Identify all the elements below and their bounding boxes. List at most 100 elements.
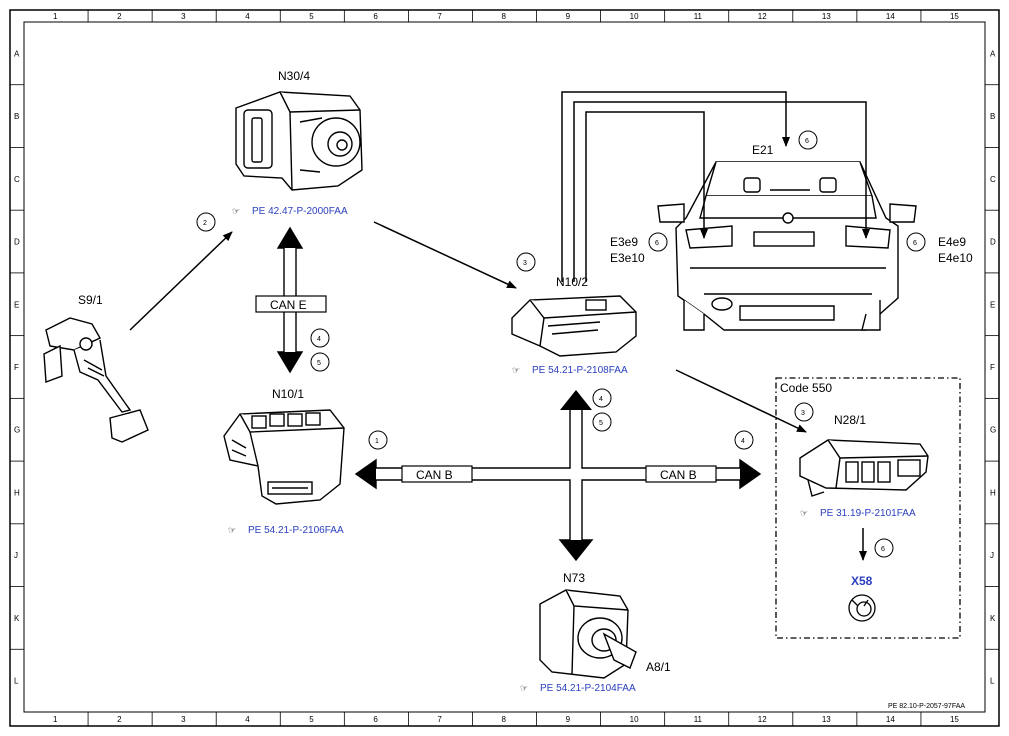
s9-1-component: S9/1 bbox=[43, 293, 149, 443]
a8-1-label: A8/1 bbox=[646, 660, 671, 674]
grid-column-label: 6 bbox=[373, 12, 378, 21]
grid-column-label: 15 bbox=[950, 12, 959, 21]
grid-row-label: G bbox=[14, 426, 20, 435]
vehicle-rear-view: E21 E3e9 E3e10 E4e9 E4e10 bbox=[610, 143, 973, 331]
grid-column-label: 12 bbox=[758, 12, 767, 21]
trailer-socket-icon bbox=[848, 594, 876, 622]
grid-column-label: 8 bbox=[502, 12, 507, 21]
ref-icon: ☞ bbox=[800, 508, 808, 518]
n28-1-ref-link[interactable]: PE 31.19-P-2101FAA bbox=[820, 508, 916, 519]
grid-column-label: 14 bbox=[886, 715, 895, 724]
svg-text:3: 3 bbox=[801, 410, 805, 417]
grid-row-label: A bbox=[990, 49, 996, 58]
ref-icon: ☞ bbox=[512, 365, 520, 375]
e3e9-label: E3e9 bbox=[610, 235, 638, 249]
n30-4-component: N30/4 ☞ PE 42.47-P-2000FAA bbox=[232, 69, 363, 217]
ignition-switch-icon bbox=[539, 589, 637, 679]
can-b-bus: CAN B CAN B bbox=[354, 390, 762, 562]
drawing-frame: 1122334455667788991010111112121313141415… bbox=[9, 9, 1000, 727]
grid-column-label: 11 bbox=[694, 715, 703, 724]
can-e-bus: CAN E bbox=[255, 226, 327, 374]
e3e10-label: E3e10 bbox=[610, 251, 645, 265]
grid-column-label: 6 bbox=[373, 715, 378, 724]
svg-text:4: 4 bbox=[317, 336, 321, 343]
can-b-left-label: CAN B bbox=[416, 468, 453, 482]
grid-row-label: F bbox=[990, 363, 995, 372]
callout-4-can-e: 4 bbox=[310, 328, 330, 348]
n10-2-ref-link[interactable]: PE 54.21-P-2108FAA bbox=[532, 365, 628, 376]
n30-4-ref-link[interactable]: PE 42.47-P-2000FAA bbox=[252, 206, 348, 217]
grid-column-label: 4 bbox=[245, 12, 250, 21]
grid-row-label: H bbox=[990, 488, 996, 497]
grid-column-label: 7 bbox=[437, 715, 442, 724]
grid-column-label: 5 bbox=[309, 715, 314, 724]
signal-arrows bbox=[129, 91, 870, 561]
drawing-code: PE 82.10-P-2057-97FAA bbox=[888, 703, 965, 710]
ref-icon: ☞ bbox=[520, 683, 528, 693]
grid-column-label: 3 bbox=[181, 715, 186, 724]
grid-column-label: 2 bbox=[117, 12, 122, 21]
svg-text:5: 5 bbox=[599, 420, 603, 427]
grid-column-label: 14 bbox=[886, 12, 895, 21]
n73-label: N73 bbox=[563, 571, 585, 585]
code-550-label: Code 550 bbox=[780, 381, 832, 395]
grid-row-label: H bbox=[14, 488, 20, 497]
grid-row-label: G bbox=[990, 426, 996, 435]
callout-6-e4: 6 bbox=[906, 232, 926, 252]
grid-row-label: L bbox=[14, 677, 19, 686]
callout-6-x58: 6 bbox=[874, 538, 894, 558]
grid-row-label: C bbox=[14, 175, 20, 184]
n73-component: N73 A8/1 ☞ PE 54.21-P-2104FAA bbox=[520, 571, 671, 694]
callout-1: 1 bbox=[368, 430, 388, 450]
e21-label: E21 bbox=[752, 143, 774, 157]
grid-column-label: 3 bbox=[181, 12, 186, 21]
n10-1-label: N10/1 bbox=[272, 387, 304, 401]
grid-column-label: 2 bbox=[117, 715, 122, 724]
svg-text:1: 1 bbox=[375, 438, 379, 445]
svg-text:4: 4 bbox=[599, 396, 603, 403]
callout-4-can-b-up: 4 bbox=[592, 388, 612, 408]
n28-1-label: N28/1 bbox=[834, 413, 866, 427]
grid-column-label: 8 bbox=[502, 715, 507, 724]
svg-text:6: 6 bbox=[881, 546, 885, 553]
grid-column-label: 1 bbox=[53, 12, 58, 21]
grid-column-label: 9 bbox=[566, 12, 571, 21]
callout-2: 2 bbox=[196, 212, 216, 232]
column-ticks: 1122334455667788991010111112121313141415… bbox=[53, 10, 959, 726]
brake-pedal-icon bbox=[43, 317, 149, 443]
grid-row-label: C bbox=[990, 175, 996, 184]
callout-5-can-e: 5 bbox=[310, 352, 330, 372]
grid-column-label: 10 bbox=[630, 12, 639, 21]
grid-row-label: E bbox=[14, 300, 19, 309]
grid-row-label: A bbox=[14, 49, 20, 58]
grid-column-label: 15 bbox=[950, 715, 959, 724]
code-550-option-box: Code 550 N28/1 ☞ PE 31.19-P-2101FAA X58 bbox=[775, 377, 961, 639]
ref-icon: ☞ bbox=[228, 525, 236, 535]
n30-4-label: N30/4 bbox=[278, 69, 310, 83]
grid-column-label: 9 bbox=[566, 715, 571, 724]
n73-ref-link[interactable]: PE 54.21-P-2104FAA bbox=[540, 683, 636, 694]
n10-1-component: N10/1 ☞ PE 54.21-P-2106FAA bbox=[223, 387, 345, 536]
grid-column-label: 5 bbox=[309, 12, 314, 21]
trailer-module-icon bbox=[799, 439, 929, 497]
s9-1-label: S9/1 bbox=[78, 293, 103, 307]
sam-front-icon bbox=[223, 409, 345, 505]
callout-4-can-b-right: 4 bbox=[734, 430, 754, 450]
grid-column-label: 1 bbox=[53, 715, 58, 724]
svg-text:5: 5 bbox=[317, 360, 321, 367]
grid-column-label: 13 bbox=[822, 715, 831, 724]
grid-column-label: 4 bbox=[245, 715, 250, 724]
n10-1-ref-link[interactable]: PE 54.21-P-2106FAA bbox=[248, 525, 344, 536]
grid-row-label: J bbox=[990, 551, 994, 560]
grid-column-label: 12 bbox=[758, 715, 767, 724]
grid-row-label: D bbox=[990, 238, 996, 247]
ref-icon: ☞ bbox=[232, 206, 240, 216]
sam-rear-icon bbox=[511, 295, 637, 357]
grid-row-label: D bbox=[14, 238, 20, 247]
svg-text:6: 6 bbox=[655, 240, 659, 247]
grid-column-label: 13 bbox=[822, 12, 831, 21]
grid-column-label: 7 bbox=[437, 12, 442, 21]
grid-row-label: K bbox=[14, 614, 20, 623]
